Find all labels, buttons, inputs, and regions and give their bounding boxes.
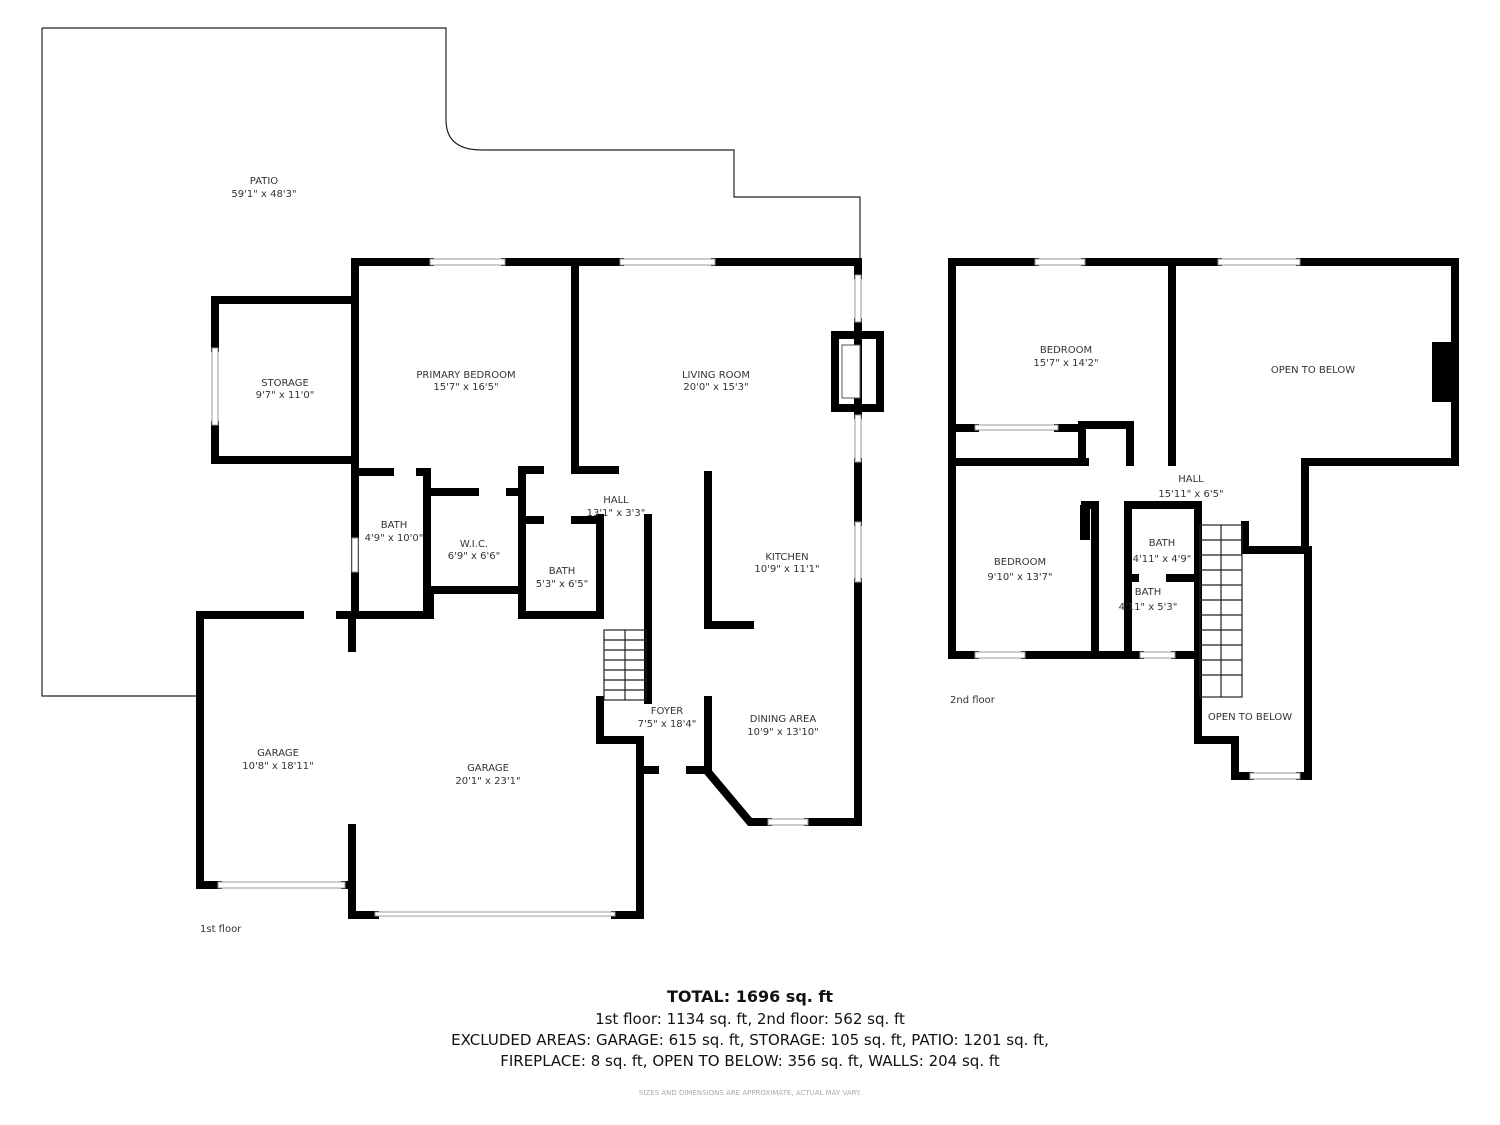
room-name: HALL bbox=[603, 495, 629, 506]
room-name: BATH bbox=[381, 520, 408, 531]
room-name: OPEN TO BELOW bbox=[1208, 712, 1292, 723]
floor-areas: 1st floor: 1134 sq. ft, 2nd floor: 562 s… bbox=[595, 1010, 905, 1028]
excluded-areas-line-2: FIREPLACE: 8 sq. ft, OPEN TO BELOW: 356 … bbox=[500, 1052, 1000, 1070]
windows-second-floor bbox=[974, 258, 1301, 780]
room-name: PRIMARY BEDROOM bbox=[416, 370, 515, 381]
room-name: BATH bbox=[1149, 538, 1176, 549]
room-dims: 59'1" x 48'3" bbox=[231, 189, 296, 200]
floor-plan: PATIO 59'1" x 48'3" STORAGE 9'7" x 11'0"… bbox=[41, 27, 1459, 935]
room-dims: 4'9" x 10'0" bbox=[365, 533, 424, 544]
room-dims: 15'7" x 14'2" bbox=[1033, 358, 1098, 369]
room-dims: 15'7" x 16'5" bbox=[433, 382, 498, 393]
room-name: DINING AREA bbox=[750, 714, 817, 725]
room-name: OPEN TO BELOW bbox=[1271, 365, 1355, 376]
room-name: PATIO bbox=[250, 176, 279, 187]
room-name: HALL bbox=[1178, 474, 1204, 485]
room-dims: 13'1" x 3'3" bbox=[587, 508, 646, 519]
room-dims: 9'10" x 13'7" bbox=[987, 572, 1052, 583]
room-name: STORAGE bbox=[261, 378, 309, 389]
room-name: KITCHEN bbox=[765, 552, 808, 563]
fireplace bbox=[831, 331, 884, 412]
room-name: FOYER bbox=[651, 706, 684, 717]
floor-label: 1st floor bbox=[200, 924, 242, 935]
fireplace-upper bbox=[1432, 342, 1452, 402]
room-name: BEDROOM bbox=[1040, 345, 1092, 356]
room-name: GARAGE bbox=[257, 748, 299, 759]
stairs-first-floor bbox=[603, 629, 647, 701]
second-floor-walls bbox=[948, 258, 1459, 780]
floor-label: 2nd floor bbox=[950, 695, 996, 706]
room-name: W.I.C. bbox=[460, 539, 488, 550]
room-dims: 10'8" x 18'11" bbox=[242, 761, 314, 772]
room-dims: 4'11" x 5'3" bbox=[1119, 602, 1178, 613]
room-name: LIVING ROOM bbox=[682, 370, 750, 381]
room-dims: 20'1" x 23'1" bbox=[455, 776, 520, 787]
room-labels-first-floor: PATIO 59'1" x 48'3" STORAGE 9'7" x 11'0"… bbox=[200, 176, 820, 935]
room-name: BATH bbox=[1135, 587, 1162, 598]
room-dims: 10'9" x 13'10" bbox=[747, 727, 819, 738]
room-dims: 5'3" x 6'5" bbox=[536, 579, 588, 590]
room-dims: 20'0" x 15'3" bbox=[683, 382, 748, 393]
windows-first-floor bbox=[211, 258, 862, 917]
room-dims: 7'5" x 18'4" bbox=[638, 719, 697, 730]
first-floor-walls bbox=[196, 258, 884, 919]
room-labels-second-floor: BEDROOM 15'7" x 14'2" OPEN TO BELOW HALL… bbox=[950, 345, 1355, 723]
excluded-areas-line-1: EXCLUDED AREAS: GARAGE: 615 sq. ft, STOR… bbox=[451, 1031, 1049, 1049]
room-dims: 6'9" x 6'6" bbox=[448, 551, 500, 562]
room-name: GARAGE bbox=[467, 763, 509, 774]
patio-outline bbox=[41, 27, 861, 697]
room-dims: 9'7" x 11'0" bbox=[256, 390, 315, 401]
room-dims: 4'11" x 4'9" bbox=[1133, 554, 1192, 565]
room-name: BEDROOM bbox=[994, 557, 1046, 568]
total-area: TOTAL: 1696 sq. ft bbox=[666, 987, 834, 1006]
disclaimer: SIZES AND DIMENSIONS ARE APPROXIMATE, AC… bbox=[638, 1089, 862, 1097]
room-dims: 15'11" x 6'5" bbox=[1158, 489, 1223, 500]
room-name: BATH bbox=[549, 566, 576, 577]
stairs-second-floor bbox=[1199, 524, 1243, 698]
room-dims: 10'9" x 11'1" bbox=[754, 564, 819, 575]
